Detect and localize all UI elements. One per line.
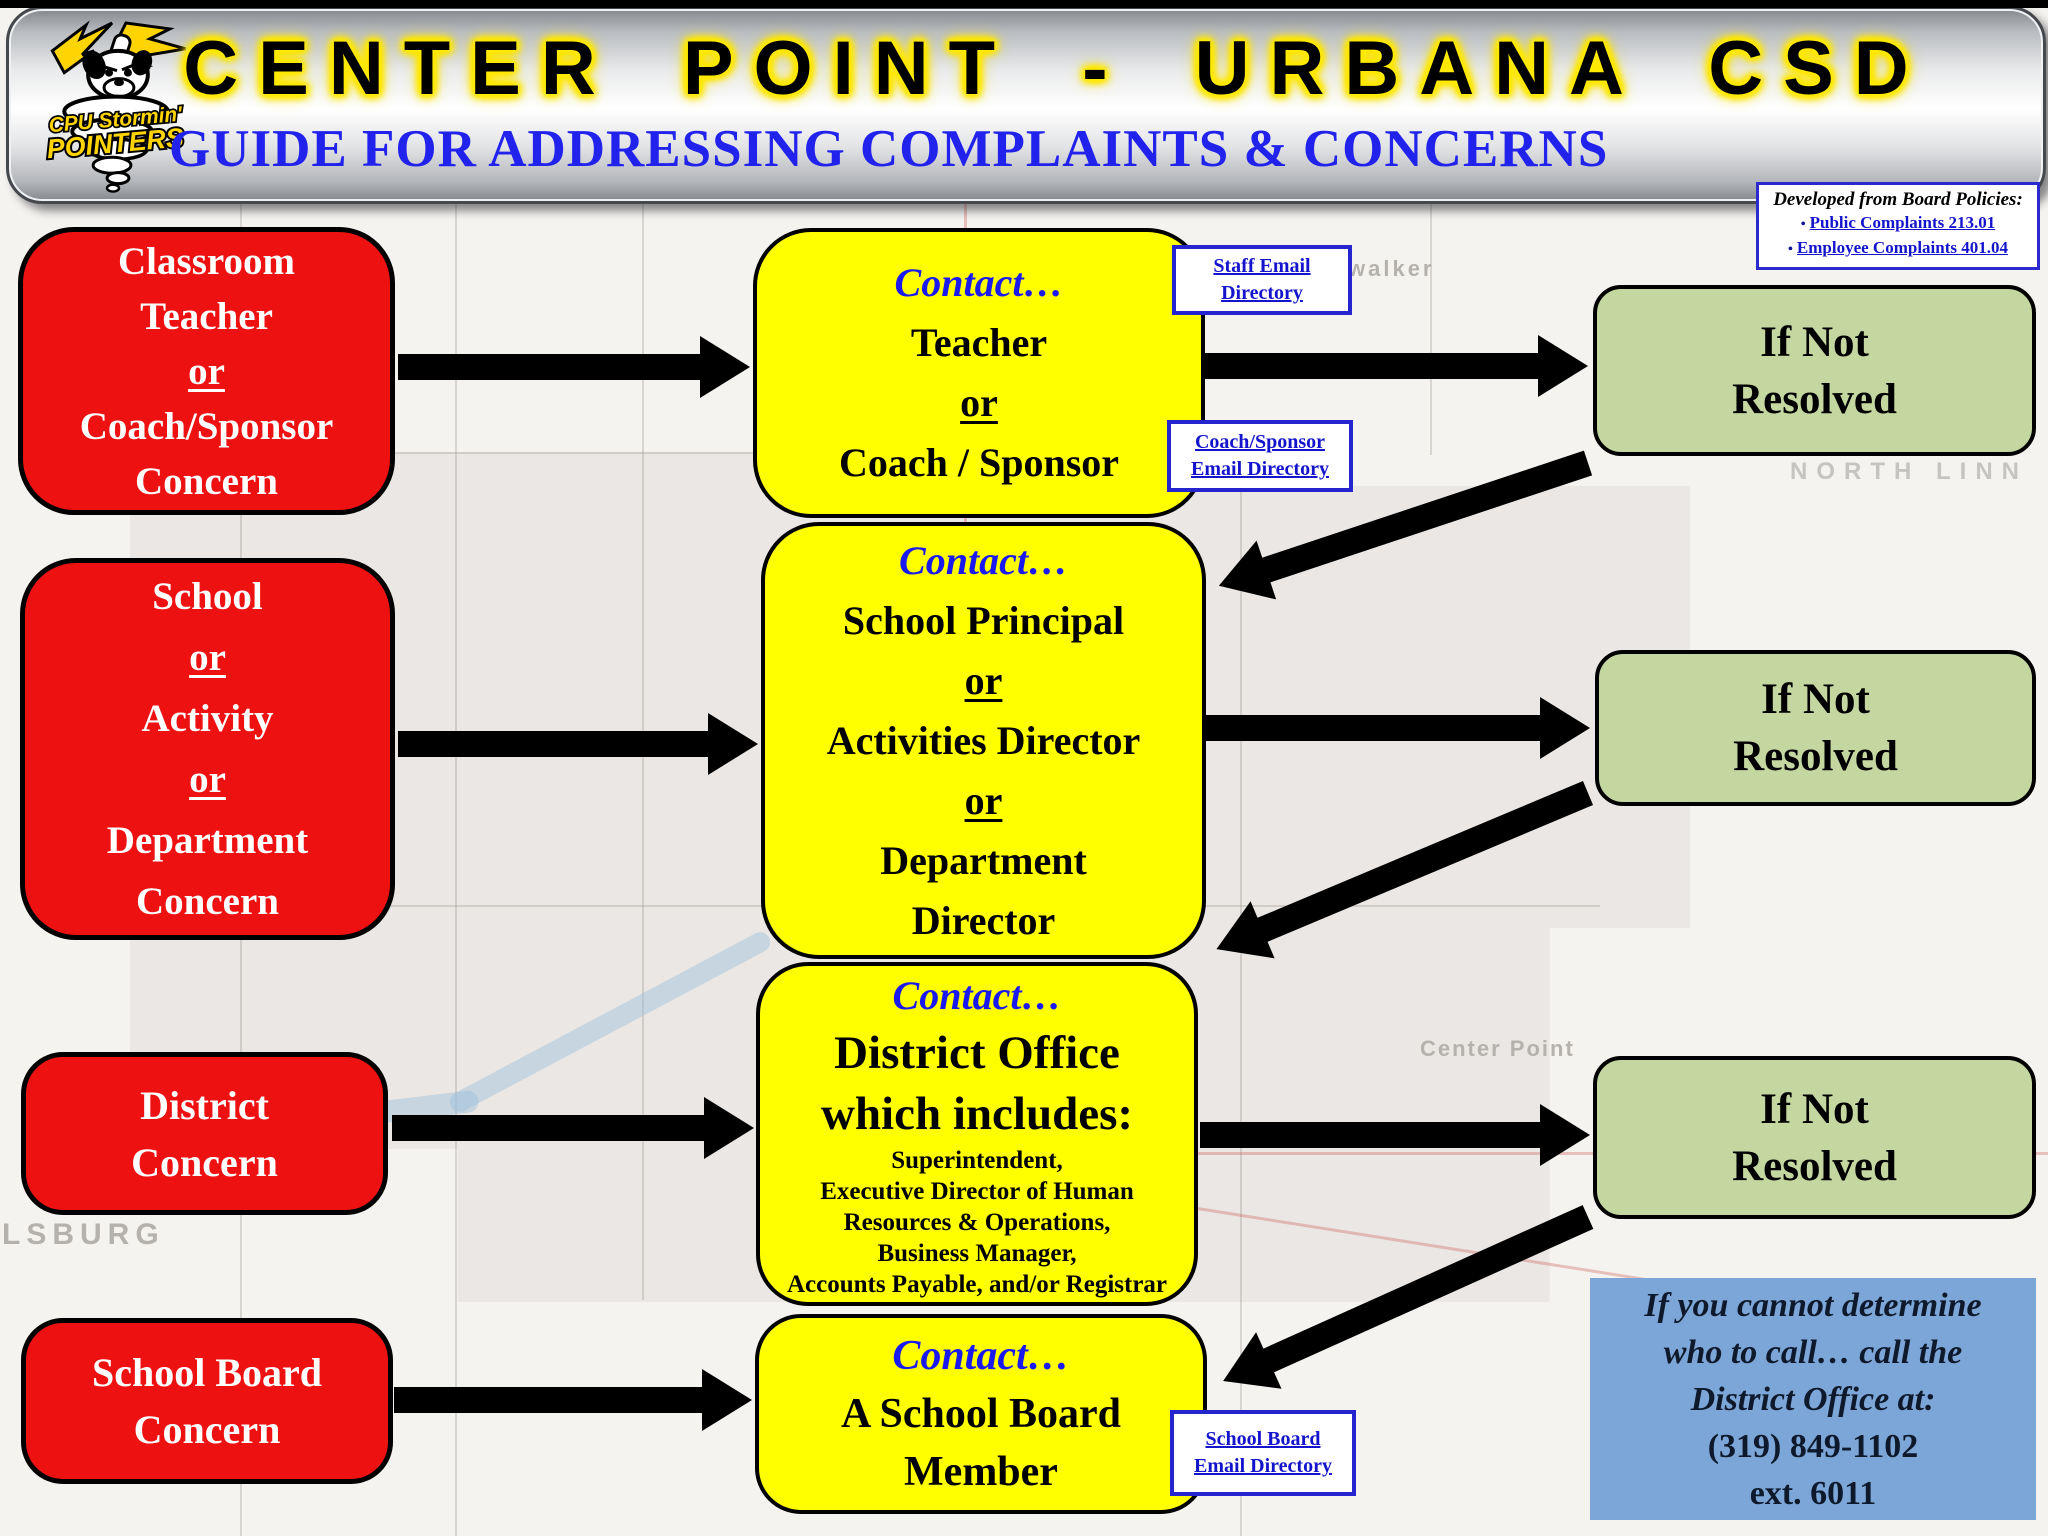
box-subline: Resources & Operations, bbox=[843, 1208, 1111, 1236]
box-line: School bbox=[152, 575, 263, 618]
bullet-icon: • bbox=[1788, 242, 1793, 257]
box-line: or bbox=[189, 636, 226, 679]
box-line: District Office bbox=[834, 1026, 1120, 1079]
public-complaints-link[interactable]: Public Complaints 213.01 bbox=[1809, 213, 1996, 232]
box-subline: Superintendent, bbox=[891, 1146, 1063, 1174]
box-line: If Not bbox=[1761, 676, 1870, 723]
box-line: or bbox=[964, 777, 1003, 823]
map-gridline bbox=[455, 200, 457, 1536]
box-line: Resolved bbox=[1732, 375, 1897, 423]
panel-line: who to call… call the bbox=[1663, 1333, 1963, 1371]
link-line: Email Directory bbox=[1194, 1455, 1332, 1477]
contact-label: Contact… bbox=[892, 972, 1062, 1018]
staff-email-directory-link[interactable]: Staff Email Directory bbox=[1172, 245, 1352, 315]
box-line: A School Board bbox=[840, 1391, 1122, 1437]
link-line: Staff Email bbox=[1213, 255, 1311, 277]
arrow-classroom-to-teacher bbox=[398, 335, 750, 399]
box-line: Coach/Sponsor bbox=[79, 404, 334, 448]
contact-label: Contact… bbox=[894, 260, 1064, 305]
if-not-resolved-box-3: If Not Resolved bbox=[1593, 1056, 2036, 1219]
box-line: School Board bbox=[91, 1350, 323, 1395]
arrow-districtoffice-to-ifnotresolved3 bbox=[1200, 1103, 1590, 1167]
box-line: Concern bbox=[133, 1407, 281, 1452]
box-line: District bbox=[140, 1082, 269, 1128]
employee-complaints-link[interactable]: Employee Complaints 401.04 bbox=[1796, 238, 2008, 257]
top-edge bbox=[0, 0, 2048, 8]
district-office-phone: (319) 849-1102 bbox=[1707, 1427, 1919, 1465]
arrow-school-to-principal bbox=[398, 712, 758, 776]
box-line: Concern bbox=[136, 880, 279, 923]
policy-link-row: •Public Complaints 213.01 bbox=[1765, 211, 2031, 236]
box-line: Activities Director bbox=[826, 717, 1141, 763]
box-line: Classroom bbox=[118, 239, 295, 283]
contact-box-teacher: Contact… Teacher or Coach / Sponsor bbox=[753, 228, 1205, 518]
map-label-walker: walker bbox=[1348, 256, 1435, 281]
board-policies-note: Developed from Board Policies: •Public C… bbox=[1756, 182, 2040, 270]
header-banner: CPU Stormin' POINTERS CENTER POINT - URB… bbox=[6, 6, 2046, 204]
district-office-phone-panel: If you cannot determine who to call… cal… bbox=[1590, 1278, 2036, 1520]
box-line: Department bbox=[880, 837, 1087, 883]
panel-line: District Office at: bbox=[1690, 1380, 1936, 1418]
link-line: Email Directory bbox=[1191, 458, 1329, 480]
map-gridline bbox=[1240, 455, 1242, 1536]
box-line: or bbox=[188, 349, 225, 393]
contact-label: Contact… bbox=[899, 537, 1068, 583]
box-line: Resolved bbox=[1733, 733, 1898, 780]
school-mascot-logo: CPU Stormin' POINTERS bbox=[44, 20, 187, 193]
arrow-teacher-to-ifnotresolved1 bbox=[1202, 334, 1588, 398]
map-label-center-point: Center Point bbox=[1420, 1036, 1575, 1061]
policy-link-row: •Employee Complaints 401.04 bbox=[1765, 236, 2031, 261]
lightning-bolt-icon bbox=[50, 20, 114, 75]
arrow-boardconcern-to-boardmember bbox=[394, 1368, 752, 1432]
box-line: Member bbox=[904, 1449, 1058, 1495]
link-line: Directory bbox=[1221, 282, 1303, 304]
map-label-lsburg: LSBURG bbox=[2, 1218, 165, 1251]
map-road bbox=[860, 1152, 2048, 1155]
contact-box-principal: Contact… School Principal or Activities … bbox=[761, 522, 1206, 959]
box-line: or bbox=[960, 380, 998, 425]
box-line: Activity bbox=[141, 697, 274, 740]
box-line: Concern bbox=[135, 459, 278, 503]
box-line: Teacher bbox=[910, 320, 1048, 365]
concern-box-school-board: School Board Concern bbox=[21, 1318, 393, 1484]
box-line: Resolved bbox=[1732, 1142, 1897, 1190]
arrow-district-to-districtoffice bbox=[392, 1096, 754, 1160]
district-office-extension: ext. 6011 bbox=[1749, 1474, 1877, 1512]
box-line: which includes: bbox=[820, 1087, 1134, 1140]
page-title: CENTER POINT - URBANA CSD bbox=[183, 26, 1929, 111]
bullet-icon: • bbox=[1800, 217, 1806, 232]
box-line: Director bbox=[911, 897, 1056, 943]
contact-box-school-board: Contact… A School Board Member bbox=[755, 1314, 1207, 1514]
box-line: School Principal bbox=[842, 597, 1125, 643]
map-gridline bbox=[1430, 200, 1432, 455]
concern-box-school-activity: School or Activity or Department Concern bbox=[20, 558, 395, 940]
box-line: If Not bbox=[1760, 318, 1869, 366]
if-not-resolved-box-1: If Not Resolved bbox=[1593, 285, 2036, 456]
box-line: Teacher bbox=[140, 294, 273, 338]
map-gridline bbox=[130, 452, 1170, 454]
box-line: Concern bbox=[131, 1139, 278, 1185]
box-line: or bbox=[964, 657, 1003, 703]
concern-box-classroom: Classroom Teacher or Coach/Sponsor Conce… bbox=[18, 227, 395, 515]
map-label-north-linn: NORTH LINN bbox=[1790, 458, 2028, 485]
page-subtitle: GUIDE FOR ADDRESSING COMPLAINTS & CONCER… bbox=[169, 120, 1609, 178]
box-subline: Accounts Payable, and/or Registrar bbox=[786, 1270, 1168, 1298]
contact-box-district-office: Contact… District Office which includes:… bbox=[756, 962, 1198, 1306]
box-subline: Business Manager, bbox=[877, 1239, 1077, 1267]
school-board-email-directory-link[interactable]: School Board Email Directory bbox=[1170, 1410, 1356, 1496]
box-line: Department bbox=[106, 819, 309, 862]
panel-line: If you cannot determine bbox=[1644, 1286, 1982, 1324]
box-line: or bbox=[189, 758, 226, 801]
link-line: Coach/Sponsor bbox=[1194, 431, 1326, 453]
coach-sponsor-email-directory-link[interactable]: Coach/Sponsor Email Directory bbox=[1167, 420, 1353, 492]
arrow-principal-to-ifnotresolved2 bbox=[1205, 696, 1590, 760]
box-line: If Not bbox=[1760, 1085, 1869, 1133]
box-subline: Executive Director of Human bbox=[820, 1177, 1134, 1205]
box-line: Coach / Sponsor bbox=[838, 440, 1120, 485]
contact-label: Contact… bbox=[892, 1333, 1070, 1379]
if-not-resolved-box-2: If Not Resolved bbox=[1595, 650, 2036, 806]
concern-box-district: District Concern bbox=[21, 1052, 388, 1215]
note-title: Developed from Board Policies: bbox=[1773, 189, 2023, 210]
link-line: School Board bbox=[1205, 1428, 1321, 1450]
